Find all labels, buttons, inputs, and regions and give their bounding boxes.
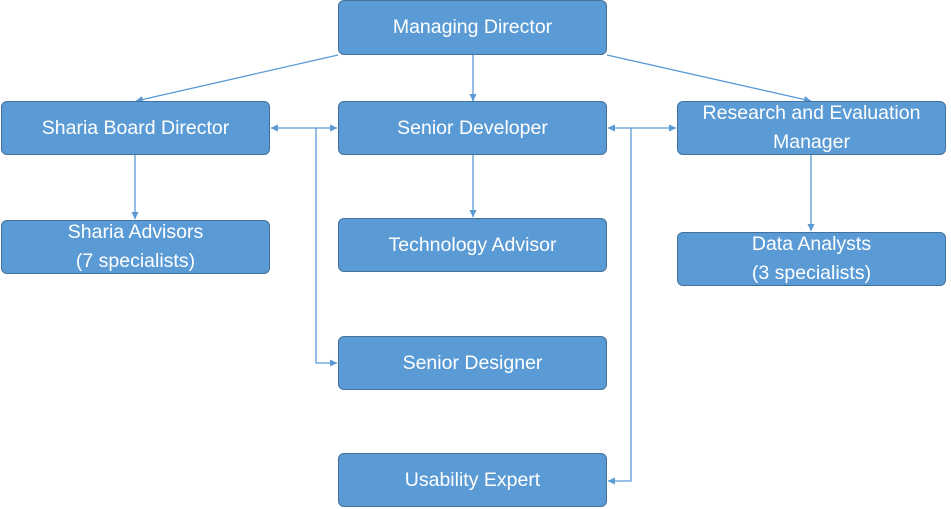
- box-label: Usability Expert: [405, 466, 540, 495]
- senior-designer-box: Senior Designer: [338, 336, 607, 390]
- data-analysts-box: Data Analysts (3 specialists): [677, 232, 946, 286]
- box-label: Technology Advisor: [388, 231, 556, 260]
- box-label-line: (3 specialists): [751, 262, 872, 284]
- box-label-line: Sharia Board Director: [41, 116, 230, 139]
- box-label: Sharia Advisors (7 specialists): [68, 218, 203, 276]
- box-label-line: Senior Developer: [397, 116, 548, 139]
- technology-advisor-box: Technology Advisor: [338, 218, 607, 272]
- senior-developer-box: Senior Developer: [338, 101, 607, 155]
- box-label-line: Manager: [773, 131, 850, 153]
- box-label-line: Data Analysts: [751, 233, 872, 255]
- box-label: Managing Director: [393, 13, 552, 42]
- box-label-line: Usability Expert: [404, 468, 541, 491]
- box-label: Data Analysts (3 specialists): [752, 230, 871, 288]
- box-label-line: Managing Director: [392, 16, 553, 38]
- connector-managing-director-to-sharia-board-director: [135, 54, 339, 103]
- box-label: Sharia Board Director: [42, 114, 230, 143]
- connector-research-manager-to-usability-expert: [607, 128, 632, 485]
- box-label-line: Senior Designer: [402, 351, 543, 374]
- connector-sharia-board-director-to-senior-designer: [315, 128, 338, 367]
- usability-expert-box: Usability Expert: [338, 453, 607, 507]
- box-label-line: (7 specialists): [75, 250, 196, 272]
- box-label-line: Technology Advisor: [388, 233, 557, 256]
- box-label-line: Sharia Advisors: [67, 221, 204, 243]
- managing-director-box: Managing Director: [338, 0, 607, 55]
- connector-managing-director-to-research-manager: [606, 54, 812, 103]
- sharia-board-director-box: Sharia Board Director: [1, 101, 270, 155]
- sharia-advisors-box: Sharia Advisors (7 specialists): [1, 220, 270, 274]
- box-label: Senior Developer: [397, 114, 548, 143]
- box-label: Senior Designer: [403, 349, 543, 378]
- box-label-line: Research and Evaluation: [702, 102, 921, 124]
